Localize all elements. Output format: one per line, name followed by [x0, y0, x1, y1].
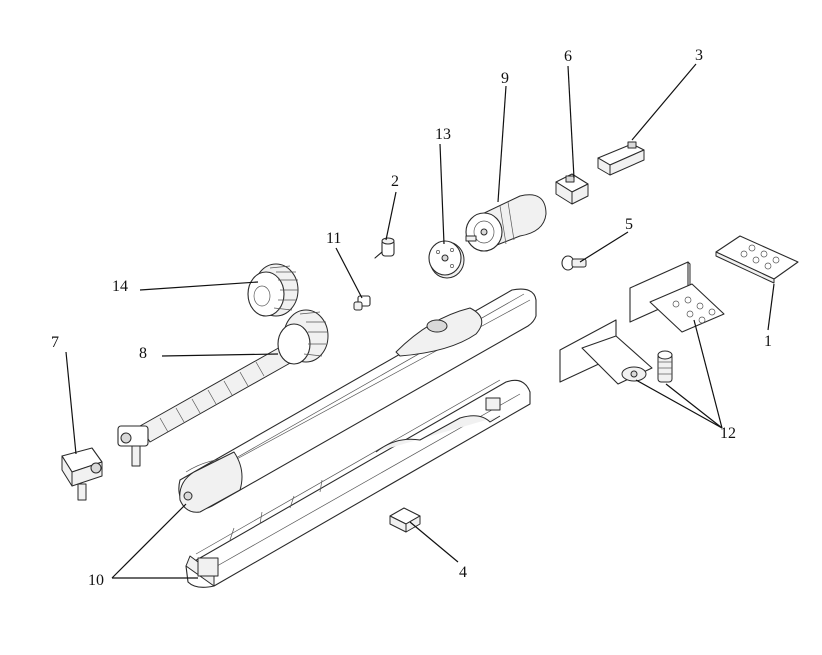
callout-13: 13: [435, 126, 451, 143]
leader-lines: [65, 63, 775, 579]
part-12-front-bracket: [559, 319, 653, 385]
leader-5: [579, 231, 629, 263]
leader-9: [497, 85, 507, 203]
leader-8: [161, 353, 279, 357]
part-4-small-bracket: [389, 507, 421, 533]
leader-10a: [111, 503, 187, 579]
callout-2: 2: [391, 173, 399, 190]
part-5-screw: [561, 255, 587, 271]
callout-8: 8: [139, 345, 147, 362]
leader-12a: [693, 319, 723, 429]
callout-7: 7: [51, 334, 59, 351]
leader-14: [139, 281, 259, 291]
part-7-fork-joint: [61, 447, 103, 501]
callout-10: 10: [88, 572, 104, 589]
part-3-cover: [597, 141, 645, 176]
part-9-motor: [465, 194, 547, 252]
callout-labels: 1 2 3 4 5 6 7 8 9 10 11 12 13 14: [51, 47, 772, 589]
callout-1: 1: [764, 333, 772, 350]
part-8-worm-screw: [117, 309, 329, 467]
leader-1: [767, 283, 775, 331]
part-12-rear-bracket: [629, 261, 725, 333]
leader-12b: [665, 383, 723, 429]
part-12-pivot-pin: [657, 350, 673, 383]
callout-12: 12: [720, 425, 736, 442]
leader-2: [385, 191, 397, 241]
callout-9: 9: [501, 70, 509, 87]
callout-6: 6: [564, 48, 572, 65]
leader-11: [335, 247, 363, 299]
lower-housing: [185, 379, 531, 588]
leader-4: [409, 521, 459, 563]
callout-3: 3: [695, 47, 703, 64]
part-2-pin: [374, 237, 395, 259]
part-6-switch: [555, 173, 589, 205]
callout-11: 11: [326, 230, 341, 247]
leader-13: [439, 143, 445, 245]
callout-14: 14: [112, 278, 128, 295]
callout-4: 4: [459, 564, 467, 581]
upper-housing: [178, 288, 537, 513]
part-11-clip: [353, 295, 371, 311]
part-1-remote: [715, 235, 799, 284]
leader-12c: [635, 379, 723, 429]
callout-5: 5: [625, 216, 633, 233]
leader-7: [65, 351, 77, 455]
part-14-gear-wheel: [247, 263, 299, 317]
leader-3: [631, 63, 697, 141]
leader-6: [567, 65, 575, 179]
part-13-gear-plate: [428, 240, 465, 279]
